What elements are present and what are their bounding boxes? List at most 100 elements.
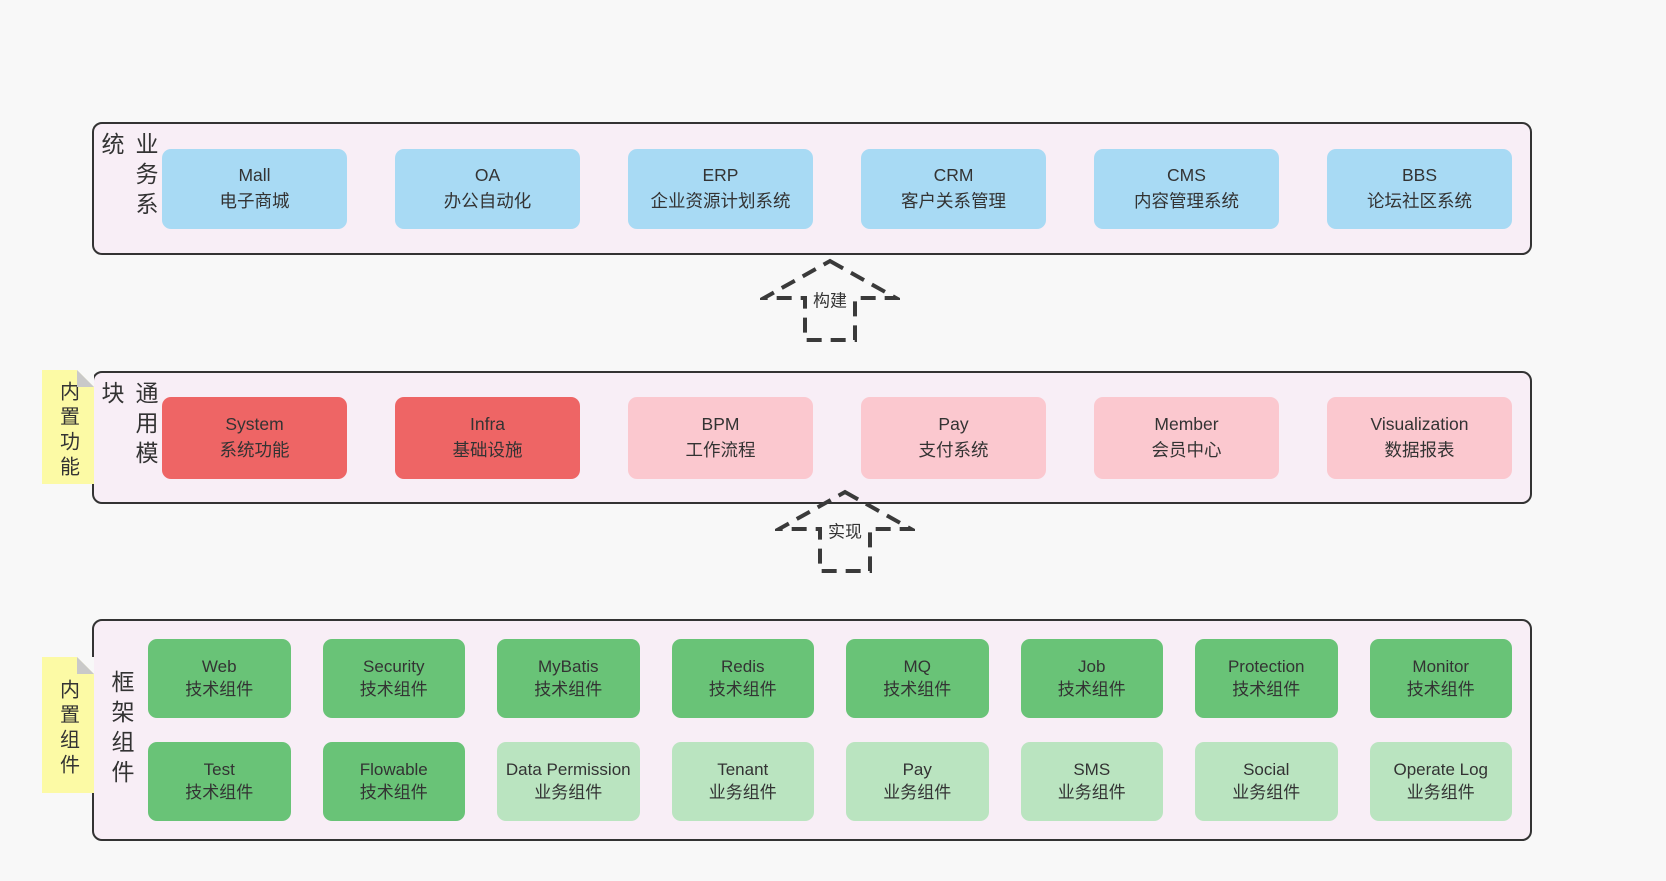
node-subtitle: 数据报表 — [1384, 439, 1455, 460]
node-subtitle: 内容管理系统 — [1134, 190, 1239, 211]
node-title: Mall — [238, 165, 271, 186]
node-subtitle: 支付系统 — [918, 439, 989, 460]
node-title: OA — [474, 165, 501, 186]
node-title: Data Permission — [505, 759, 631, 779]
node-subtitle: 技术组件 — [359, 782, 428, 802]
node-title: MyBatis — [538, 656, 599, 676]
sticky-note-built-in-features: 内置功能 — [42, 370, 94, 484]
node-subtitle: 工作流程 — [685, 439, 756, 460]
framework-components-section: 内置组件 框架组件 Web 技术组件 Security 技术组件 MyBatis… — [42, 619, 1532, 841]
node-subtitle: 论坛社区系统 — [1367, 190, 1472, 211]
build-arrow-label: 构建 — [811, 283, 849, 315]
node-title: Pay — [938, 414, 969, 435]
node-pay-module: Pay 支付系统 — [861, 396, 1046, 479]
node-data-permission: Data Permission 业务组件 — [497, 742, 640, 821]
sticky-note-built-in-components: 内置组件 — [42, 657, 94, 793]
node-test: Test 技术组件 — [148, 742, 291, 821]
framework-components-grid: Web 技术组件 Security 技术组件 MyBatis 技术组件 Redi… — [148, 621, 1530, 839]
node-web: Web 技术组件 — [148, 639, 291, 718]
node-title: SMS — [1073, 759, 1111, 779]
sticky-label: 内置组件 — [56, 679, 79, 779]
node-social: Social 业务组件 — [1195, 742, 1338, 821]
node-title: Web — [201, 656, 237, 676]
node-visualization: Visualization 数据报表 — [1327, 396, 1512, 479]
node-title: CRM — [933, 165, 974, 186]
node-title: Protection — [1227, 656, 1305, 676]
business-systems-section: 业务系统 Mall 电子商城 OA 办公自动化 ERP 企业资源计划系统 CRM… — [92, 122, 1532, 255]
node-mybatis: MyBatis 技术组件 — [497, 639, 640, 718]
node-subtitle: 技术组件 — [534, 679, 603, 699]
node-subtitle: 业务组件 — [1406, 782, 1475, 802]
node-cms: CMS 内容管理系统 — [1094, 148, 1279, 229]
node-mall: Mall 电子商城 — [162, 148, 347, 229]
node-title: Security — [363, 656, 425, 676]
build-arrow: 构建 — [760, 258, 900, 344]
node-title: Tenant — [717, 759, 769, 779]
node-subtitle: 基础设施 — [452, 439, 523, 460]
node-subtitle: 办公自动化 — [443, 190, 532, 211]
node-title: Member — [1154, 414, 1219, 435]
node-subtitle: 业务组件 — [1232, 782, 1301, 802]
node-mq: MQ 技术组件 — [846, 639, 989, 718]
section-label-components: 框架组件 — [108, 670, 134, 790]
node-bpm: BPM 工作流程 — [628, 396, 813, 479]
node-subtitle: 技术组件 — [1057, 679, 1126, 699]
node-title: Infra — [469, 414, 506, 435]
node-subtitle: 业务组件 — [883, 782, 952, 802]
node-subtitle: 技术组件 — [708, 679, 777, 699]
node-title: Redis — [721, 656, 765, 676]
section-label-business: 业务系统 — [98, 132, 158, 222]
up-arrow-icon — [775, 489, 915, 573]
node-subtitle: 业务组件 — [534, 782, 603, 802]
node-infra: Infra 基础设施 — [395, 396, 580, 479]
node-system: System 系统功能 — [162, 396, 347, 479]
node-redis: Redis 技术组件 — [671, 639, 814, 718]
node-title: Pay — [902, 759, 932, 779]
business-systems-row: Mall 电子商城 OA 办公自动化 ERP 企业资源计划系统 CRM 客户关系… — [162, 124, 1530, 253]
node-title: BBS — [1401, 165, 1438, 186]
node-subtitle: 客户关系管理 — [901, 190, 1006, 211]
node-title: MQ — [903, 656, 931, 676]
node-title: System — [225, 414, 284, 435]
up-arrow-icon — [760, 258, 900, 342]
implement-arrow-label: 实现 — [826, 514, 864, 546]
node-subtitle: 技术组件 — [359, 679, 428, 699]
node-security: Security 技术组件 — [322, 639, 465, 718]
node-tenant: Tenant 业务组件 — [671, 742, 814, 821]
implement-arrow: 实现 — [775, 489, 915, 575]
node-title: Social — [1243, 759, 1290, 779]
node-subtitle: 电子商城 — [219, 190, 290, 211]
node-operate-log: Operate Log 业务组件 — [1369, 742, 1512, 821]
node-subtitle: 技术组件 — [185, 782, 254, 802]
node-bbs: BBS 论坛社区系统 — [1327, 148, 1512, 229]
node-subtitle: 系统功能 — [219, 439, 290, 460]
node-title: Flowable — [359, 759, 428, 779]
node-pay-component: Pay 业务组件 — [846, 742, 989, 821]
node-oa: OA 办公自动化 — [395, 148, 580, 229]
node-title: Test — [203, 759, 235, 779]
node-protection: Protection 技术组件 — [1195, 639, 1338, 718]
node-crm: CRM 客户关系管理 — [861, 148, 1046, 229]
node-title: Job — [1078, 656, 1106, 676]
node-member: Member 会员中心 — [1094, 396, 1279, 479]
node-subtitle: 企业资源计划系统 — [650, 190, 791, 211]
node-flowable: Flowable 技术组件 — [322, 742, 465, 821]
section-label-modules: 通用模块 — [98, 381, 158, 471]
sticky-label: 内置功能 — [56, 381, 79, 481]
node-title: Operate Log — [1393, 759, 1488, 779]
node-title: ERP — [702, 165, 739, 186]
node-job: Job 技术组件 — [1020, 639, 1163, 718]
node-subtitle: 业务组件 — [1057, 782, 1126, 802]
node-sms: SMS 业务组件 — [1020, 742, 1163, 821]
node-subtitle: 会员中心 — [1151, 439, 1222, 460]
node-subtitle: 技术组件 — [883, 679, 952, 699]
node-erp: ERP 企业资源计划系统 — [628, 148, 813, 229]
node-subtitle: 技术组件 — [1406, 679, 1475, 699]
node-subtitle: 技术组件 — [1232, 679, 1301, 699]
common-modules-section: 内置功能 通用模块 System 系统功能 Infra 基础设施 BPM 工作流… — [42, 370, 1532, 504]
node-subtitle: 技术组件 — [185, 679, 254, 699]
node-title: Monitor — [1412, 656, 1470, 676]
node-monitor: Monitor 技术组件 — [1369, 639, 1512, 718]
node-title: BPM — [701, 414, 740, 435]
